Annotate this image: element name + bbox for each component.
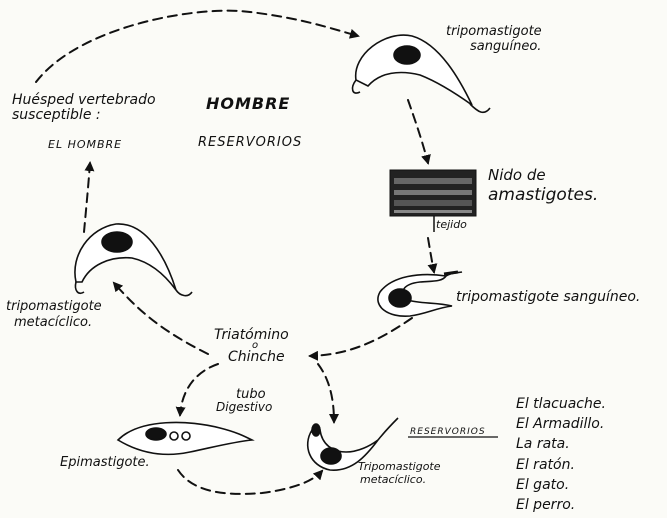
label-trypo-blood-top-2: sanguíneo. — [470, 40, 541, 54]
label-tissue: tejido — [436, 219, 467, 231]
trypomastigote-blood-mid-drawing — [378, 272, 462, 316]
reservoir-item: El Armadillo. — [516, 417, 604, 432]
arrow-to-meta-bottom — [318, 364, 334, 422]
label-trypo-meta-left-2: metacíclico. — [14, 316, 92, 330]
label-trypo-blood-mid: tripomastigote sanguíneo. — [456, 290, 640, 305]
reservoir-item: La rata. — [516, 437, 570, 452]
reservoir-item: El perro. — [516, 498, 575, 513]
host-label-line1: Huésped vertebrado — [12, 93, 156, 108]
label-vector-3: Chinche — [228, 350, 285, 365]
label-trypo-meta-bottom-1: Tripomastigote — [358, 461, 441, 473]
trypomastigote-metacyclic-left-drawing — [75, 224, 192, 296]
label-nest-1: Nido de — [488, 168, 546, 184]
label-trypo-meta-left-1: tripomastigote — [6, 300, 102, 314]
label-gut-2: Digestivo — [216, 401, 272, 414]
label-nest-2: amastigotes. — [488, 187, 598, 205]
arrow-epi-to-meta — [178, 470, 322, 494]
reservoir-item: El gato. — [516, 478, 569, 493]
arrow-to-epi — [180, 364, 218, 415]
arrow-to-mid-trypo — [428, 238, 434, 272]
host-reservoirs: RESERVORIOS — [198, 136, 302, 150]
reservoirs-label: RESERVORIOS — [410, 428, 486, 437]
arrow-to-blood-trypo — [36, 11, 358, 82]
reservoir-item: El ratón. — [516, 458, 575, 473]
arrow-to-nest — [408, 100, 428, 163]
host-label-line2: susceptible : — [12, 108, 101, 123]
label-epi: Epimastigote. — [60, 456, 150, 470]
host-human: EL HOMBRE — [48, 139, 122, 151]
arrow-to-meta-left — [114, 283, 208, 354]
arrow-to-vector — [310, 318, 412, 356]
label-trypo-blood-top-1: tripomastigote — [446, 25, 542, 39]
host-title: HOMBRE — [206, 96, 290, 113]
arrow-to-host — [84, 163, 90, 232]
label-trypo-meta-bottom-2: metacíclico. — [360, 474, 426, 486]
reservoir-item: El tlacuache. — [516, 397, 606, 412]
epimastigote-drawing — [118, 422, 252, 454]
